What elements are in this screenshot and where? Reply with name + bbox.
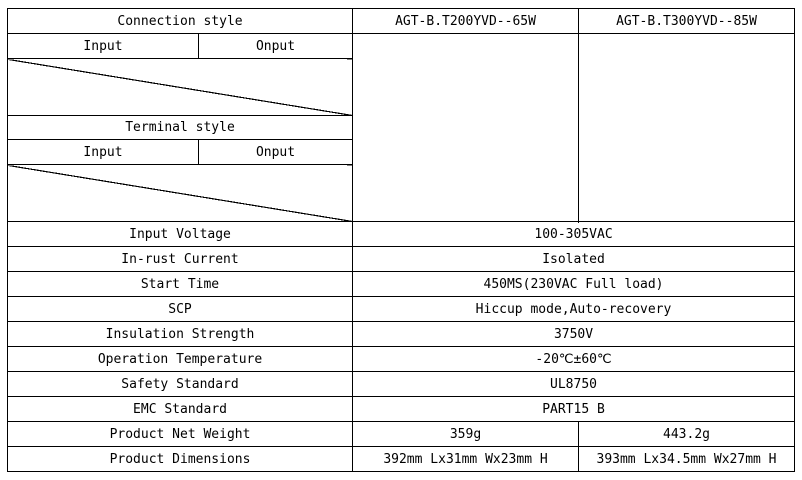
insulation-strength-value: 3750V: [352, 321, 796, 347]
spec-table: Connection style AGT-B.T200YVD--65W AGT-…: [6, 8, 796, 472]
net-weight-label: Product Net Weight: [6, 421, 354, 447]
spec-row: EMC Standard PART15 B: [6, 396, 796, 422]
connection-input-label: Input: [7, 33, 199, 59]
dimensions-value-2: 393mm Lx34.5mm Wx27mm H: [578, 446, 796, 472]
spec-row: SCP Hiccup mode,Auto-recovery: [6, 296, 796, 322]
inrush-current-label: In-rust Current: [6, 246, 354, 272]
spec-row: Insulation Strength 3750V: [6, 321, 796, 347]
terminal-input-label: Input: [7, 139, 199, 165]
spec-row: Operation Temperature -20℃±60℃: [6, 346, 796, 372]
input-voltage-value: 100-305VAC: [352, 221, 796, 247]
safety-standard-label: Safety Standard: [6, 371, 354, 397]
terminal-output-label: Onput: [197, 139, 354, 165]
spec-row: Safety Standard UL8750: [6, 371, 796, 397]
connection-diagonal-cell: [6, 58, 354, 116]
spec-row: Input Voltage 100-305VAC: [6, 221, 796, 247]
emc-standard-value: PART15 B: [352, 396, 796, 422]
connection-output-label: Onput: [197, 33, 354, 59]
spec-row: Product Net Weight 359g 443.2g: [6, 421, 796, 447]
inrush-current-value: Isolated: [352, 246, 796, 272]
terminal-style-label: Terminal style: [6, 115, 354, 140]
model-1-header: AGT-B.T200YVD--65W: [352, 8, 580, 34]
terminal-title-row: Terminal style: [6, 115, 795, 140]
operation-temperature-label: Operation Temperature: [6, 346, 354, 372]
spec-row: Product Dimensions 392mm Lx31mm Wx23mm H…: [6, 446, 796, 472]
scp-label: SCP: [6, 296, 354, 322]
dimensions-value-1: 392mm Lx31mm Wx23mm H: [352, 446, 580, 472]
net-weight-value-2: 443.2g: [578, 421, 796, 447]
operation-temperature-value: -20℃±60℃: [352, 346, 796, 372]
connection-diagram-row: [6, 58, 795, 116]
scp-value: Hiccup mode,Auto-recovery: [352, 296, 796, 322]
terminal-io-row: Input Onput: [7, 139, 795, 165]
safety-standard-value: UL8750: [352, 371, 796, 397]
terminal-diagram-row: [6, 164, 795, 222]
model-2-image-area: [578, 33, 796, 222]
spec-row: In-rust Current Isolated: [6, 246, 796, 272]
emc-standard-label: EMC Standard: [6, 396, 354, 422]
header-row: Connection style AGT-B.T200YVD--65W AGT-…: [6, 8, 796, 34]
connection-io-row: Input Onput: [7, 33, 796, 222]
start-time-value: 450MS(230VAC Full load): [352, 271, 796, 297]
start-time-label: Start Time: [6, 271, 354, 297]
connection-style-header: Connection style: [6, 8, 354, 34]
spec-row: Start Time 450MS(230VAC Full load): [6, 271, 796, 297]
model-1-image-area: [352, 33, 580, 222]
insulation-strength-label: Insulation Strength: [6, 321, 354, 347]
dimensions-label: Product Dimensions: [6, 446, 354, 472]
model-2-header: AGT-B.T300YVD--85W: [578, 8, 796, 34]
input-voltage-label: Input Voltage: [6, 221, 354, 247]
terminal-diagonal-cell: [6, 164, 354, 222]
net-weight-value-1: 359g: [352, 421, 580, 447]
